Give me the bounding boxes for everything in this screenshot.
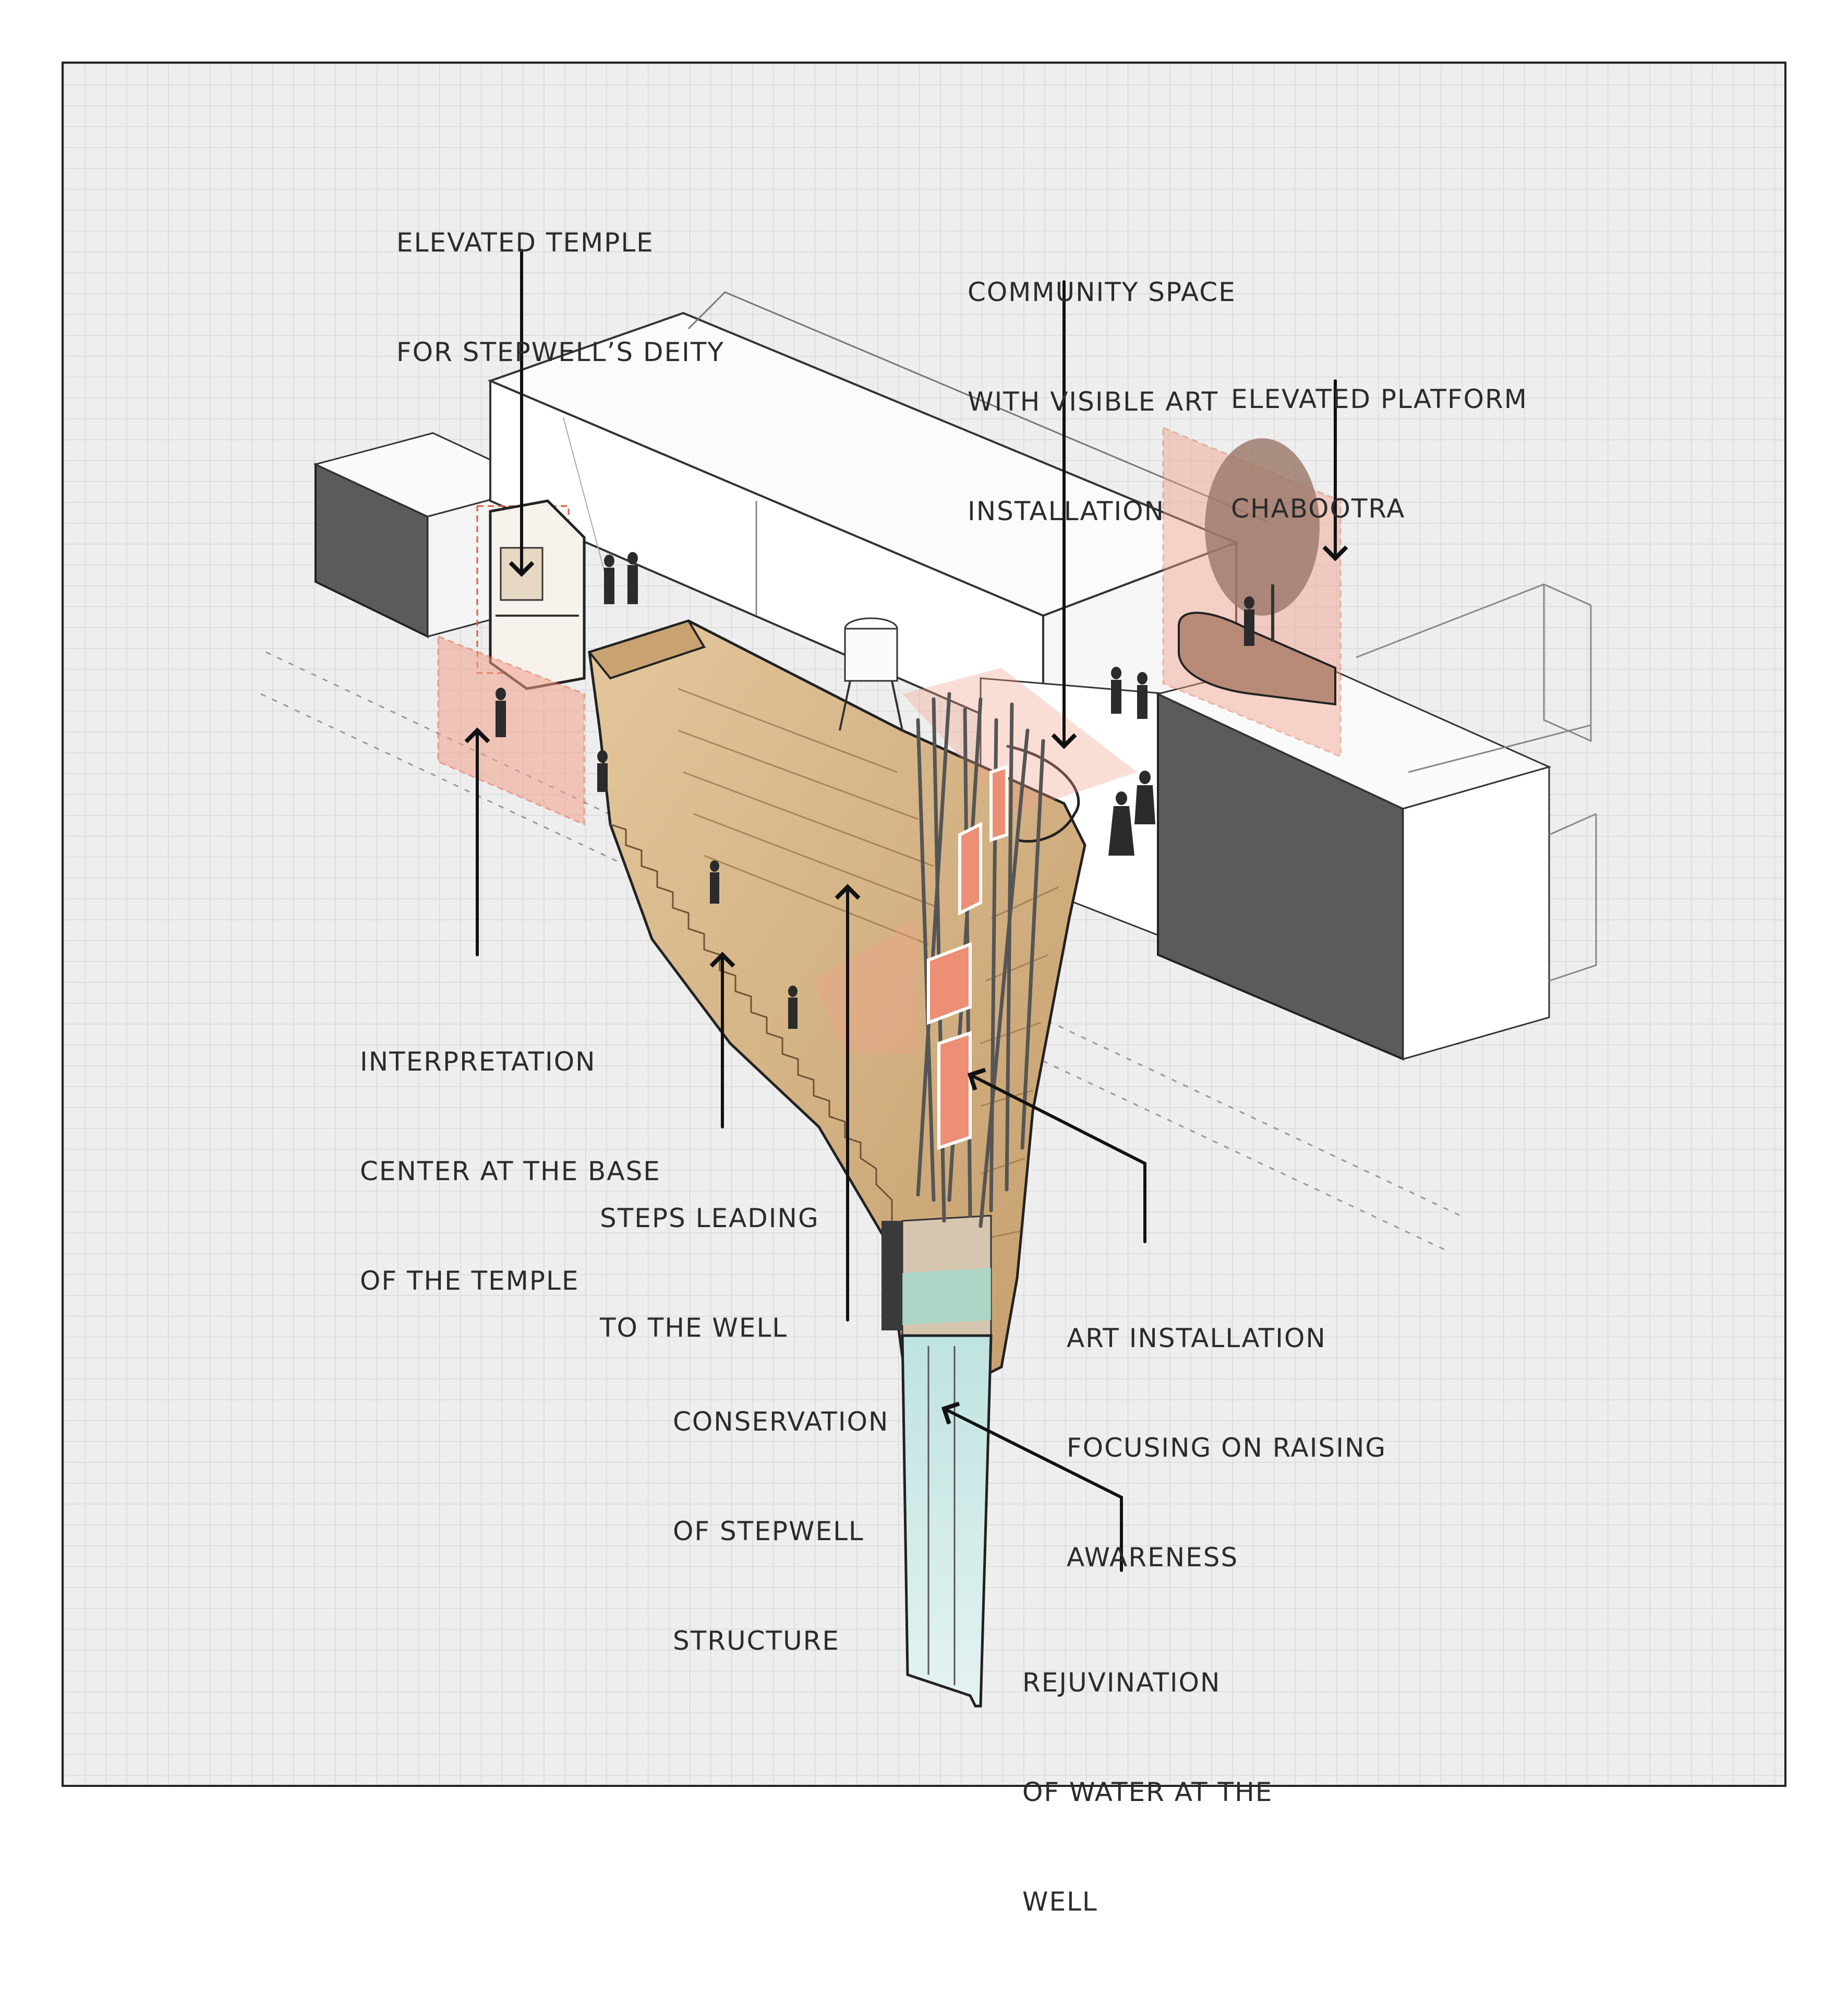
label-line: WELL (1022, 1887, 1098, 1917)
label-line: ELEVATED PLATFORM (1231, 384, 1528, 414)
label-line: FOR STEPWELL’S DEITY (396, 337, 724, 367)
stepwell-steps (610, 823, 893, 1221)
label-line: CENTER AT THE BASE (360, 1156, 661, 1186)
label-rejuvination: REJUVINATION OF WATER AT THE WELL (1022, 1591, 1273, 1993)
label-line: FOCUSING ON RAISING (1067, 1433, 1387, 1463)
temple-volume (476, 499, 586, 690)
label-community-space: COMMUNITY SPACE WITH VISIBLE ART INSTALL… (968, 201, 1236, 603)
label-line: CHABOOTRA (1231, 494, 1406, 524)
label-line: TO THE WELL (600, 1313, 788, 1343)
label-art-installation: ART INSTALLATION FOCUSING ON RAISING AWA… (1067, 1247, 1386, 1649)
interpretation-center-volume (437, 635, 585, 826)
label-line: ART INSTALLATION (1067, 1323, 1326, 1353)
stone-courses (678, 688, 1059, 1243)
label-line: REJUVINATION (1022, 1667, 1221, 1698)
label-line: AWARENESS (1067, 1542, 1239, 1572)
far-right-buildings (1356, 583, 1597, 982)
label-line: ELEVATED TEMPLE (396, 227, 654, 258)
label-interpretation-center: INTERPRETATION CENTER AT THE BASE OF THE… (360, 970, 661, 1372)
right-building-block (1155, 656, 1552, 1061)
label-line: INTERPRETATION (360, 1047, 596, 1077)
label-conservation: CONSERVATION OF STEPWELL STRUCTURE (673, 1330, 889, 1732)
diagram-canvas: ELEVATED TEMPLE FOR STEPWELL’S DEITY COM… (62, 62, 1786, 1917)
water-tank (839, 617, 903, 731)
entry-wall (587, 619, 706, 680)
art-installation-panels (927, 764, 1008, 1150)
label-line: STRUCTURE (673, 1626, 840, 1656)
label-elevated-temple: ELEVATED TEMPLE FOR STEPWELL’S DEITY (396, 151, 724, 443)
well-shaft (881, 1215, 993, 1708)
label-line: OF STEPWELL (673, 1516, 864, 1546)
label-steps-leading: STEPS LEADING TO THE WELL (600, 1127, 819, 1419)
people-figures (496, 552, 1254, 1029)
label-line: COMMUNITY SPACE (968, 277, 1236, 307)
label-line: STEPS LEADING (600, 1203, 819, 1233)
chabootra-platform (1162, 426, 1342, 758)
stepwell-axonometric-drawing (260, 249, 1597, 1708)
label-line: CONSERVATION (673, 1407, 889, 1437)
label-line: OF THE TEMPLE (360, 1266, 579, 1296)
label-elevated-platform: ELEVATED PLATFORM CHABOOTRA (1231, 308, 1528, 600)
annotation-arrows (464, 249, 1348, 1572)
label-line: WITH VISIBLE ART (968, 387, 1219, 417)
community-highlight (814, 668, 1137, 1054)
arrow-art (967, 1067, 1146, 1243)
arrow-rejuvination (941, 1401, 1123, 1572)
label-line: INSTALLATION (968, 496, 1165, 526)
label-line: OF WATER AT THE (1022, 1777, 1273, 1807)
